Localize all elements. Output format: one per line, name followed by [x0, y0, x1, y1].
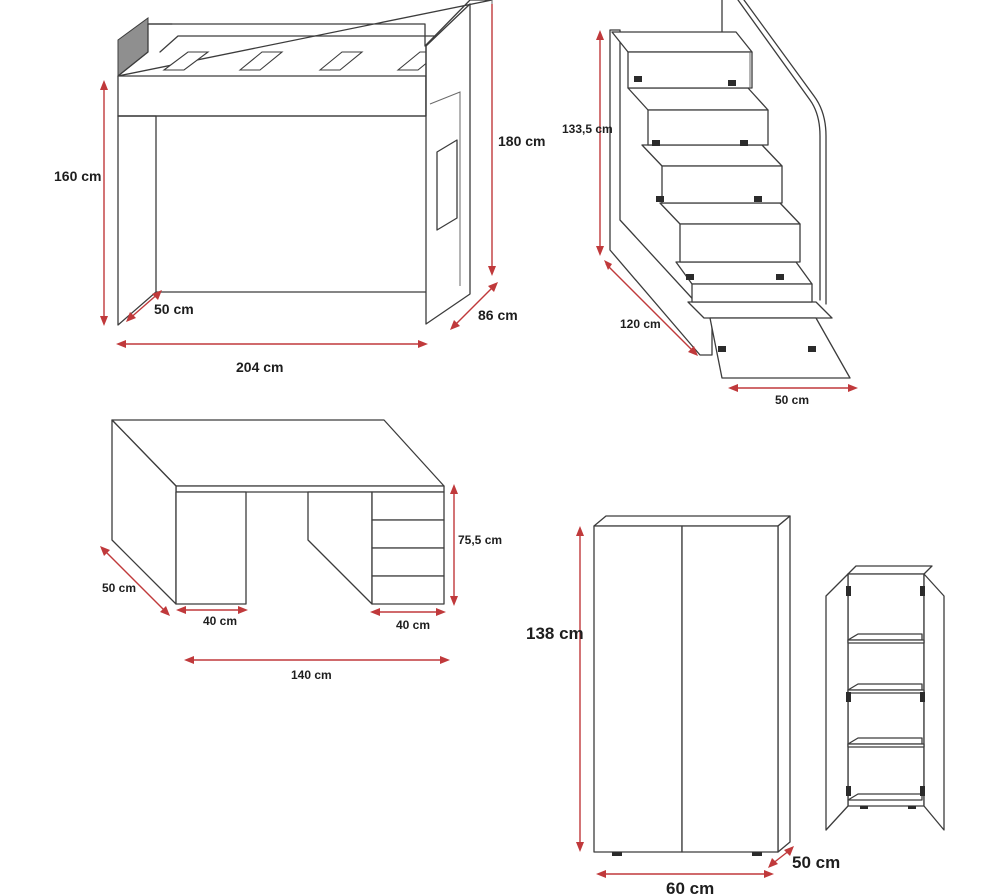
wardrobe-shelf	[847, 683, 923, 691]
bed-side-depth-label: 50 cm	[154, 301, 194, 317]
stairs-height-label: 133,5 cm	[562, 122, 613, 136]
desk-drawer	[371, 575, 445, 605]
bed-side-window	[436, 139, 458, 231]
desk-drawers	[371, 491, 445, 605]
desk-left-width-dimension	[176, 606, 248, 614]
desk-left-pedestal	[175, 491, 247, 605]
bed-slat	[238, 51, 284, 71]
bed-front-rail	[117, 75, 427, 117]
wardrobe-open-drawing	[825, 565, 945, 831]
bed-side-depth-dimension	[126, 290, 162, 322]
wardrobe-hinges	[846, 586, 925, 796]
wardrobe-height-label: 138 cm	[526, 624, 584, 643]
bed-length-label: 204 cm	[236, 359, 283, 375]
wardrobe-shelf	[847, 737, 923, 745]
bed-slat	[162, 51, 210, 71]
wardrobe-foot	[612, 852, 622, 856]
stairs-drawing	[609, 0, 851, 379]
stairs-width-dimension	[728, 384, 858, 392]
desk-left-width-label: 40 cm	[203, 614, 237, 628]
stairs-back-frame	[609, 29, 713, 356]
stairs-step	[659, 202, 801, 225]
bed-total-height-label: 180 cm	[498, 133, 545, 149]
wardrobe-depth-dimension	[768, 846, 794, 868]
bed-left-leg	[117, 115, 157, 326]
stairs-length-dimension	[604, 260, 698, 356]
wardrobe-right-door	[681, 525, 779, 853]
stairs-step	[675, 261, 813, 285]
stairs-step	[627, 87, 769, 111]
wardrobe-foot	[752, 852, 762, 856]
stairs-hinges	[634, 76, 816, 352]
desk-drawing	[111, 419, 445, 605]
desk-length-label: 140 cm	[291, 668, 332, 682]
desk-drawer	[371, 547, 445, 577]
stairs-step	[611, 31, 753, 53]
wardrobe-shelves	[847, 633, 925, 801]
bed-depth-label: 86 cm	[478, 307, 518, 323]
wardrobe-right-side	[777, 515, 791, 853]
wardrobe-open-left-door	[825, 573, 849, 831]
wardrobe-depth-label: 50 cm	[792, 853, 840, 872]
bed-depth-dimension	[450, 282, 498, 330]
desk-right-width-label: 40 cm	[396, 618, 430, 632]
wardrobe-shelf	[847, 633, 923, 641]
wardrobe-top	[593, 515, 791, 527]
bed-height-dimension	[100, 80, 108, 326]
desk-depth-label: 50 cm	[102, 581, 136, 595]
wardrobe-height-dimension	[576, 526, 584, 852]
wardrobe-open-right-door	[923, 573, 945, 831]
wardrobe-left-door	[593, 525, 683, 853]
bed-total-height-dimension	[488, 4, 496, 276]
desk-length-dimension	[184, 656, 450, 664]
loft-bed-drawing	[117, 0, 493, 326]
stairs-height-dimension	[596, 30, 604, 256]
desk-height-label: 75,5 cm	[458, 533, 502, 547]
stairs-step	[641, 144, 783, 167]
wardrobe-shelf	[847, 793, 923, 801]
desk-depth-dimension	[100, 546, 170, 616]
wardrobe-width-dimension	[596, 870, 774, 878]
wardrobe-closed-drawing	[593, 515, 791, 856]
bed-headboard	[117, 17, 149, 78]
stairs-length-label: 120 cm	[620, 317, 661, 331]
bed-top-frame	[117, 0, 493, 77]
desk-height-dimension	[450, 484, 458, 606]
bed-height-label: 160 cm	[54, 168, 101, 184]
wardrobe-width-label: 60 cm	[666, 879, 714, 896]
stairs-step	[687, 301, 833, 319]
bed-length-dimension	[116, 340, 428, 348]
stairs-width-label: 50 cm	[775, 393, 809, 407]
bed-slat	[318, 51, 364, 71]
stairs-bottom-step	[709, 317, 851, 379]
desk-right-width-dimension	[370, 608, 446, 616]
desk-drawer	[371, 491, 445, 521]
desk-drawer	[371, 519, 445, 549]
